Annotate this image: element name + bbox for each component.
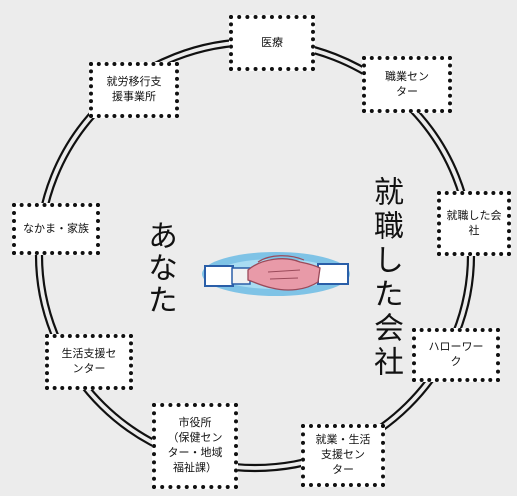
- node-shokugyo-center: 職業セン ター: [362, 56, 452, 113]
- node-seikatsu-shien-center: 生活支援セ ンター: [45, 334, 133, 390]
- node-nakama-kazoku: なかま・家族: [12, 203, 100, 255]
- node-shugyo-seikatsu-shien: 就業・生活 支援セン ター: [301, 424, 385, 487]
- handshake-icon: [202, 252, 350, 296]
- node-shuro-ikou-shien: 就労移行支 援事業所: [89, 62, 179, 118]
- center-left-label-anata: あなた: [142, 220, 177, 316]
- node-shiyakusho: 市役所 （保健セン ター・地域 福祉課）: [152, 403, 238, 489]
- node-hellowork: ハローワー ク: [412, 328, 500, 382]
- node-iryo: 医療: [229, 15, 315, 71]
- node-shushoku-kaisha: 就職した会 社: [437, 191, 511, 256]
- center-right-label-shushoku-kaisha: 就職した会社: [368, 176, 403, 380]
